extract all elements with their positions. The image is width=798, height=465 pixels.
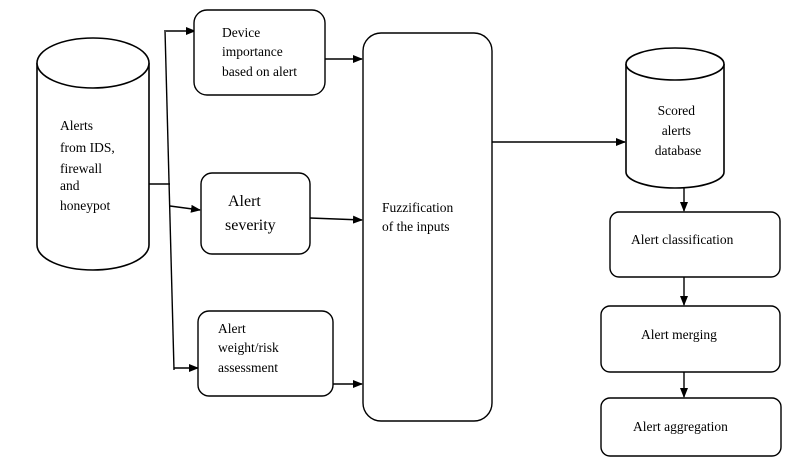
fuzzification-rect <box>362 32 493 422</box>
fuzzification-label: Fuzzification of the inputs <box>382 200 457 234</box>
alert-severity-box: Alert severity <box>200 172 311 255</box>
alert-merging-rect <box>600 305 781 373</box>
alert-severity-label: Alert severity <box>225 193 276 234</box>
source-cylinder-top <box>36 37 150 89</box>
scored-cylinder-top <box>625 47 725 81</box>
device-importance-box: Device importance based on alert <box>193 9 326 96</box>
alert-severity-rect <box>200 172 311 255</box>
arrow-severity-to-fuzzification <box>309 215 363 224</box>
scored-cylinder-label: Scored alerts database <box>655 103 701 158</box>
scored-cylinder-body <box>625 64 725 189</box>
fuzzification-box: Fuzzification of the inputs <box>362 32 493 422</box>
alert-merging-box: Alert merging <box>600 305 781 373</box>
weight-risk-rect <box>197 310 334 397</box>
scored-alerts-database-cylinder: Scored alerts database <box>625 47 725 189</box>
device-importance-rect <box>193 9 326 96</box>
alert-aggregation-box: Alert aggregation <box>600 397 782 457</box>
weight-risk-box: Alert weight/risk assessment <box>197 310 334 397</box>
source-cylinder-body <box>36 63 150 271</box>
weight-risk-label: Alert weight/risk assessment <box>218 321 282 375</box>
source-cylinder-label: Alerts from IDS, firewall and honeypot <box>60 118 118 213</box>
source-alerts-cylinder: Alerts from IDS, firewall and honeypot <box>36 37 150 271</box>
device-importance-label: Device importance based on alert <box>222 25 297 79</box>
source-fanout-connector <box>149 27 201 372</box>
alert-merging-label: Alert merging <box>641 327 717 342</box>
alert-aggregation-label: Alert aggregation <box>633 419 728 434</box>
alert-aggregation-rect <box>600 397 782 457</box>
alert-classification-box: Alert classification <box>609 211 781 278</box>
fanout-vertical-line <box>164 29 175 371</box>
alert-classification-rect <box>609 211 781 278</box>
arrow-to-alert-severity <box>169 204 201 213</box>
alert-classification-label: Alert classification <box>631 232 734 247</box>
